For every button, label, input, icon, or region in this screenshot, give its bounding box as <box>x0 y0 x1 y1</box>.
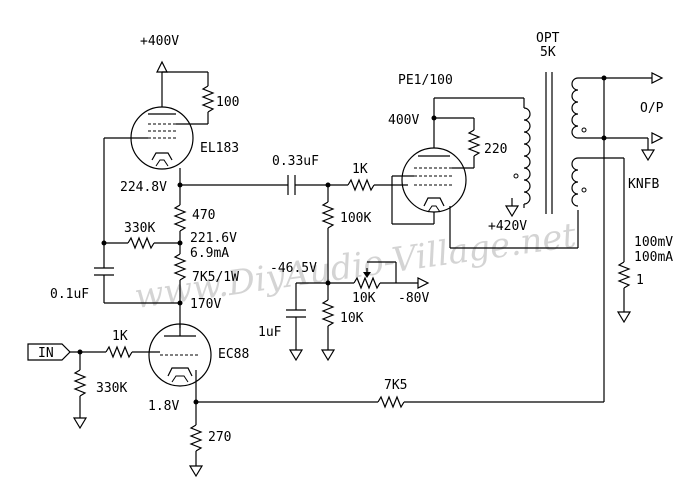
pe1-label: PE1/100 <box>398 73 453 88</box>
i69-label: 6.9mA <box>190 246 229 261</box>
v2216-label: 221.6V <box>190 231 237 246</box>
ground-icon <box>320 349 336 362</box>
input-terminal <box>27 343 71 361</box>
resistor-330k-mid <box>127 236 155 250</box>
c1u-label: 1uF <box>258 325 282 340</box>
resistor-100k <box>321 201 335 229</box>
b400-label: +400V <box>140 34 179 49</box>
r10k-label: 10K <box>340 311 364 326</box>
r330k-in-label: 330K <box>96 381 127 396</box>
ec88-label: EC88 <box>218 347 249 362</box>
resistor-270 <box>189 424 203 452</box>
resistor-7k5-1w <box>173 253 187 281</box>
resistor-330k-input <box>73 369 87 397</box>
in-label: IN <box>38 346 54 361</box>
resistor-220 <box>467 129 481 157</box>
ground-icon <box>640 149 656 162</box>
output-transformer <box>513 72 587 214</box>
c033-label: 0.33uF <box>272 154 319 169</box>
pe1-100-tube <box>401 147 467 213</box>
v465-label: -46.5V <box>270 261 317 276</box>
resistor-100 <box>201 85 215 113</box>
b400-arrow-icon <box>156 60 168 73</box>
r7k5w-label: 7K5/1W <box>192 270 239 285</box>
b420-label: +420V <box>488 219 527 234</box>
potentiometer-10k <box>353 276 381 290</box>
resistor-1k-grid <box>347 178 375 192</box>
opt-label: OPT <box>536 31 560 46</box>
r10k-pot-label: 10K <box>352 291 376 306</box>
v2248-label: 224.8V <box>120 180 167 195</box>
b420-arrow-icon <box>504 205 520 218</box>
resistor-1-ohm <box>617 261 631 289</box>
opt-imp-label: 5K <box>540 45 556 60</box>
r100k-label: 100K <box>340 211 371 226</box>
r270-label: 270 <box>208 430 231 445</box>
meas-ma-label: 100mA <box>634 250 673 265</box>
r470-label: 470 <box>192 208 215 223</box>
op-label: O/P <box>640 101 664 116</box>
ground-icon <box>616 311 632 324</box>
meas-mv-label: 100mV <box>634 235 673 250</box>
r1k-in-label: 1K <box>112 329 128 344</box>
r100-label: 100 <box>216 95 239 110</box>
ground-icon <box>188 465 204 478</box>
r330k-mid-label: 330K <box>124 221 155 236</box>
resistor-10k <box>321 299 335 327</box>
c01-label: 0.1uF <box>50 287 89 302</box>
r7k5-label: 7K5 <box>384 378 407 393</box>
v400-label: 400V <box>388 113 419 128</box>
knfb-label: KNFB <box>628 177 659 192</box>
r1k-top-label: 1K <box>352 162 368 177</box>
resistor-470 <box>173 204 187 232</box>
b80-label: -80V <box>398 291 429 306</box>
ground-icon <box>288 349 304 362</box>
resistor-7k5-feedback <box>377 395 405 409</box>
el183-label: EL183 <box>200 141 239 156</box>
b80-arrow-icon <box>417 277 430 289</box>
r1-label: 1 <box>636 273 644 288</box>
output-arrow-icon <box>651 132 664 144</box>
r220-label: 220 <box>484 142 507 157</box>
v18-label: 1.8V <box>148 399 179 414</box>
v170-label: 170V <box>190 297 221 312</box>
ground-icon <box>72 417 88 430</box>
resistor-1k-input <box>105 345 133 359</box>
output-arrow-icon <box>651 72 664 84</box>
